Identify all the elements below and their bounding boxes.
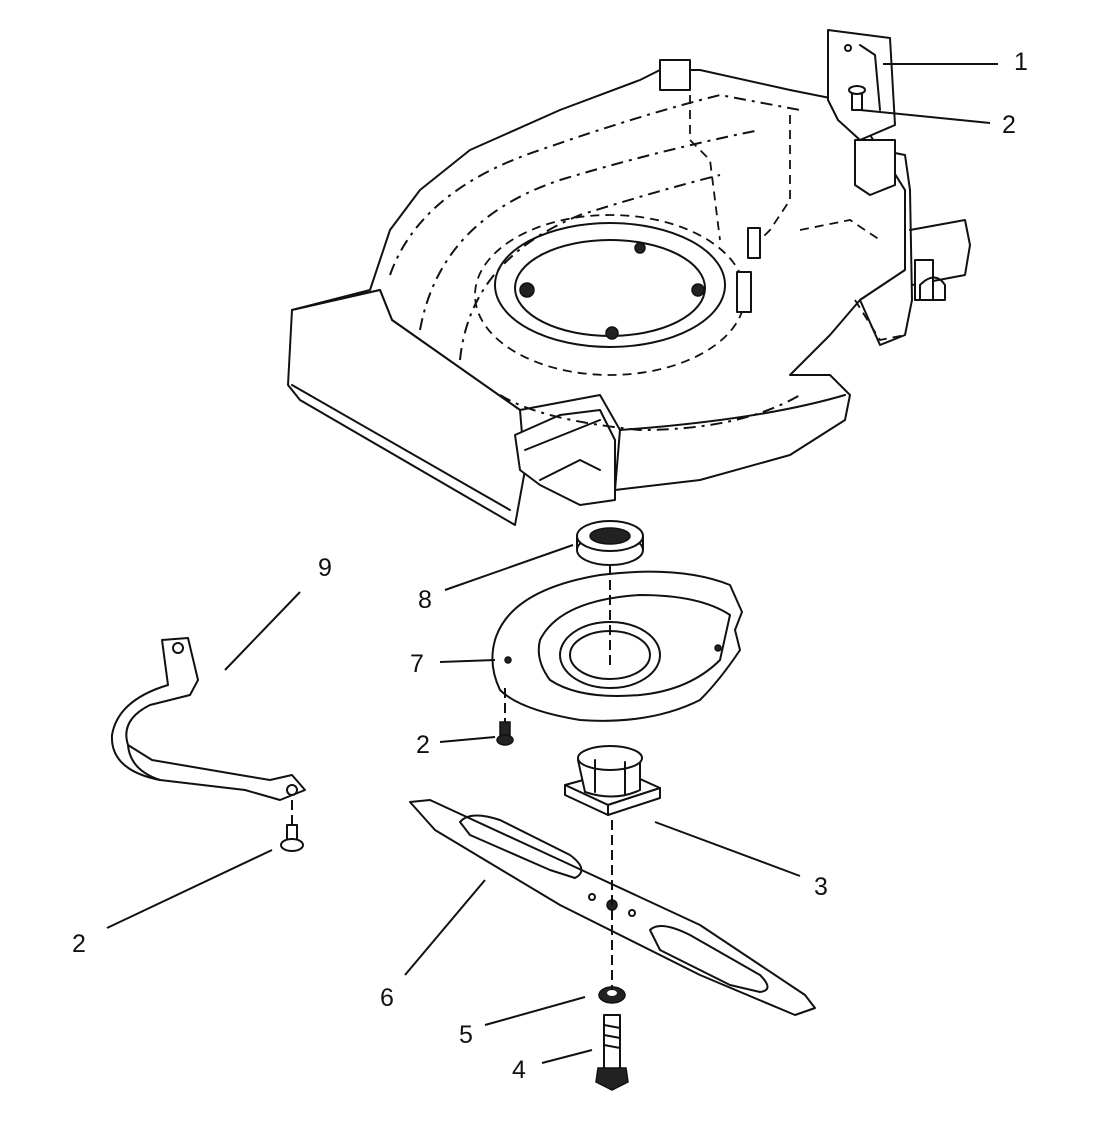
part-2-screw-mid	[496, 721, 514, 746]
callout-8: 8	[418, 586, 432, 614]
leader-5	[484, 996, 586, 1026]
part-4-blade-bolt	[595, 1014, 629, 1091]
leader-6	[404, 879, 486, 976]
callout-2-top: 2	[1002, 111, 1016, 139]
part-8-bearing	[576, 520, 644, 566]
leader-7	[439, 659, 496, 663]
leader-2-mid	[439, 736, 496, 743]
leader-3	[654, 821, 801, 877]
leader-4	[541, 1049, 593, 1064]
part-3-blade-adapter	[564, 745, 661, 816]
part-9-bracket	[110, 637, 306, 801]
callout-2-mid: 2	[416, 731, 430, 759]
callout-6: 6	[380, 984, 394, 1012]
leader-2-top	[859, 109, 991, 124]
mower-deck-housing	[287, 59, 971, 526]
callout-1: 1	[1014, 48, 1028, 76]
callout-9: 9	[318, 554, 332, 582]
leader-2-left	[106, 849, 273, 929]
part-5-washer	[598, 986, 626, 1004]
callout-7: 7	[410, 650, 424, 678]
leader-lines	[106, 63, 998, 1064]
part-2-screw-left	[280, 824, 304, 852]
callout-numbers: 1 2 9 8 7 2 3 2 6 5 4	[72, 48, 1028, 1084]
part-2-bolt-top	[848, 85, 866, 111]
callout-3: 3	[814, 873, 828, 901]
callout-2-left: 2	[72, 930, 86, 958]
callout-4: 4	[512, 1056, 526, 1084]
callout-5: 5	[459, 1021, 473, 1049]
part-6-blade	[409, 799, 816, 1016]
leader-8	[444, 544, 574, 591]
part-7-baffle-plate	[491, 570, 743, 722]
leader-9	[224, 591, 301, 671]
